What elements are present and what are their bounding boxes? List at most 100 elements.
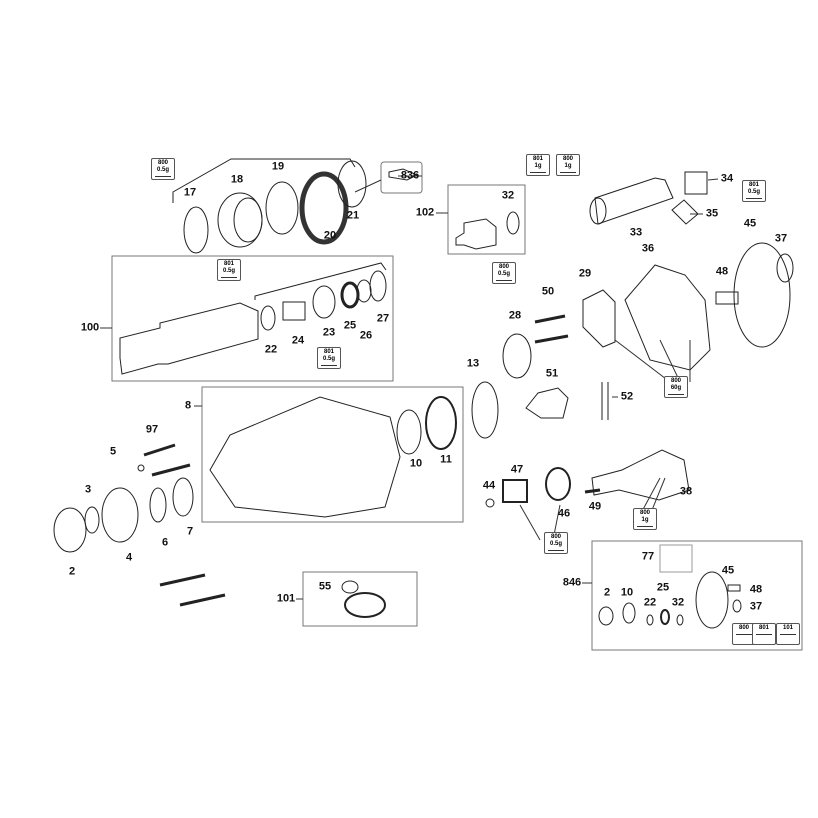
screw-a [159,573,206,587]
grease-code: 800 [639,510,650,516]
screw-50b [534,334,569,344]
oring-28 [502,333,532,379]
ring-10 [396,409,422,455]
part-number-label: 10 [409,457,423,470]
pin-35 [671,199,699,225]
screw-97b [151,463,191,477]
gear-46 [545,467,571,501]
grease-gun-icon [637,526,653,529]
washer-26 [356,279,372,303]
screw-50a [534,314,566,324]
kit-ring-22 [646,614,654,626]
crank-housing-36 [624,264,711,371]
grease-code: 800 [550,534,561,540]
gear-20 [299,171,349,245]
part-number-label: 45 [743,217,757,230]
washer-13 [471,381,499,439]
part-number-label: 13 [466,357,480,370]
grease-tag: 101 [776,623,800,645]
part-number-label: 33 [629,226,643,239]
cylinder-33-end [589,197,607,225]
ring-6 [149,487,167,523]
grease-gun-icon [780,634,796,637]
part-number-label: 46 [557,507,571,520]
part-number-label: 77 [641,550,655,563]
kit-bearing-25 [660,609,670,625]
grease-amount: 0.5g [156,167,169,173]
part-number-label: 22 [264,343,278,356]
collar-19 [265,181,299,235]
ring-3 [84,506,100,534]
gear-housing-8 [209,396,401,518]
part-number-label: 5 [109,445,117,458]
part-number-label: 32 [501,189,515,202]
grease-code: 801 [323,349,334,355]
spring-52 [601,382,609,420]
grease-amount: 60g [670,385,682,391]
part-number-label: 102 [415,206,435,219]
part-number-label: 44 [482,479,496,492]
grease-code: 801 [532,156,543,162]
spring-18-inner [233,197,263,243]
ball-5 [137,464,145,472]
pin-24 [282,301,306,321]
block-34 [684,171,708,195]
grease-amount: 0.5g [549,541,562,547]
shaft-38 [591,449,690,501]
grease-amount: 0.5g [497,271,510,277]
piston-102 [455,218,497,250]
flange-29 [582,289,616,348]
screw-b [179,593,226,607]
screw-97a [143,443,176,457]
sleeve-23 [312,285,336,319]
part-number-label: 37 [749,600,763,613]
part-number-label: 28 [508,309,522,322]
kit-seal-45 [695,571,729,629]
ring-37 [776,253,794,283]
part-number-label: 38 [679,485,693,498]
lever-51 [525,387,569,419]
part-number-label: 836 [400,169,420,182]
part-number-label: 49 [588,500,602,513]
washer-44 [485,498,495,508]
part-number-label: 37 [774,232,788,245]
grease-amount: 0.5g [322,356,335,362]
grease-gun-icon [221,277,237,280]
part-number-label: 3 [84,483,92,496]
part-number-label: 25 [343,319,357,332]
spring-7 [172,477,194,517]
bearing-11 [425,396,457,450]
part-number-label: 51 [545,367,559,380]
part-number-label: 27 [376,312,390,325]
grease-gun-icon [736,634,752,637]
part-number-label: 50 [541,285,555,298]
part-number-label: 2 [603,586,611,599]
grease-code: 101 [782,625,793,631]
grease-gun-icon [548,550,564,553]
grease-gun-icon [530,172,546,175]
kit-ring-10 [622,602,636,624]
grease-gun-icon [560,172,576,175]
seal-45 [733,242,791,348]
barrel-100 [119,302,259,375]
ring-22 [260,305,276,331]
group-bracket [172,158,356,203]
part-number-label: 36 [641,242,655,255]
grease-gun-icon [668,394,684,397]
ring-32 [506,211,520,235]
part-number-label: 6 [161,536,169,549]
screw-49 [584,488,601,494]
part-number-label: 11 [440,453,452,466]
part-number-label: 100 [80,321,100,334]
assembly-box-102 [447,184,526,255]
gear-47 [502,479,528,503]
part-number-label: 26 [359,329,373,342]
clip-836 [388,168,419,181]
